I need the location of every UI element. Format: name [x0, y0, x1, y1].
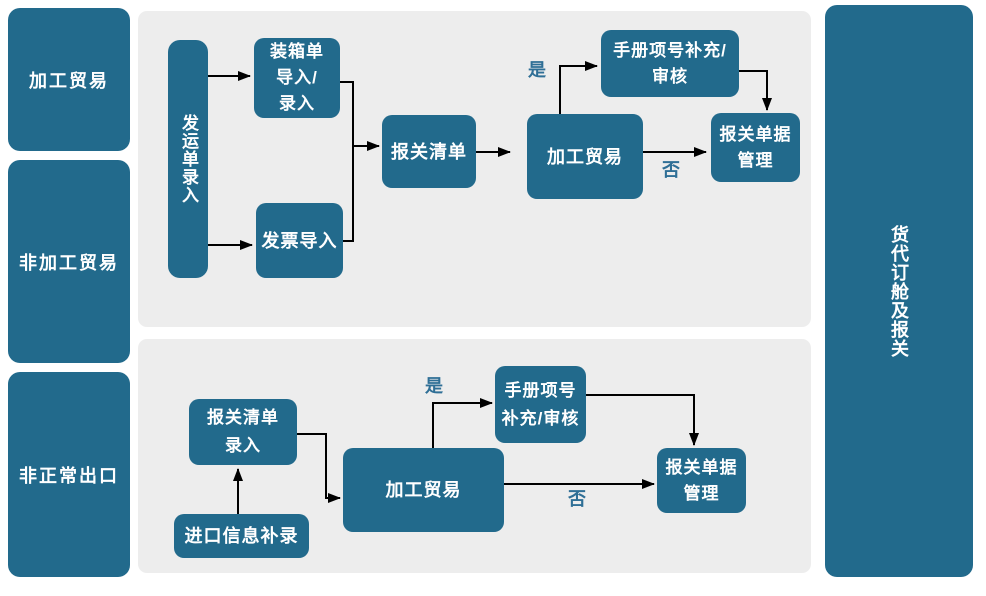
lane-non-processing-trade: 非加工贸易: [8, 160, 130, 363]
lane-label: 加工贸易: [29, 70, 109, 91]
node-label-line: 导入/: [276, 68, 318, 87]
label-yes-bottom: 是: [425, 376, 443, 396]
node-declaration-doc-management: 报关单据 管理: [711, 113, 800, 182]
node-processing-trade-decision: 加工贸易: [527, 114, 643, 199]
node-label-line: 加工贸易: [385, 480, 462, 500]
label-no-bottom: 否: [568, 489, 586, 509]
node-processing-trade-decision-bottom: 加工贸易: [343, 448, 504, 532]
lane-label: 货代订舱及报关: [889, 224, 909, 358]
lane-label: 非正常出口: [19, 465, 119, 486]
node-import-info-supplement: 进口信息补录: [174, 514, 309, 558]
node-label-line: 补充/审核: [501, 408, 580, 428]
node-manual-item-supplement-audit: 手册项号补充/ 审核: [601, 30, 739, 97]
node-label-line: 管理: [683, 483, 720, 503]
node-invoice-import: 发票导入: [256, 203, 343, 278]
node-shipping-order-entry: 发运单录入: [168, 40, 208, 278]
node-label-line: 发票导入: [261, 230, 338, 251]
node-label-line: 录入: [225, 436, 261, 455]
node-label-line: 报关清单: [207, 408, 279, 427]
lane-abnormal-export: 非正常出口: [8, 372, 130, 577]
node-label-line: 进口信息补录: [184, 526, 299, 546]
node-label-line: 报关单据: [665, 457, 738, 477]
node-label-line: 管理: [737, 150, 774, 170]
label-no-top: 否: [662, 160, 680, 180]
node-declaration-list-entry: 报关清单 录入: [189, 399, 297, 465]
node-label-line: 加工贸易: [547, 146, 623, 167]
node-manual-item-supplement-audit-bottom: 手册项号 补充/审核: [495, 366, 586, 443]
node-label-line: 报关清单: [391, 141, 467, 162]
node-label-line: 装箱单: [270, 42, 324, 61]
lane-processing-trade: 加工贸易: [8, 8, 130, 151]
lane-freight-booking-declaration: 货代订舱及报关: [825, 5, 973, 577]
node-label-line: 录入: [279, 94, 315, 113]
lane-label: 非加工贸易: [19, 252, 119, 273]
node-declaration-doc-management-bottom: 报关单据 管理: [657, 448, 746, 513]
node-label: 发运单录入: [179, 114, 198, 204]
label-yes-top: 是: [528, 60, 546, 80]
node-declaration-list: 报关清单: [382, 115, 476, 188]
node-label-line: 审核: [652, 66, 688, 86]
node-packing-list-import: 装箱单 导入/ 录入: [254, 38, 340, 118]
node-label-line: 报关单据: [719, 124, 792, 144]
node-label-line: 手册项号补充/: [613, 40, 727, 60]
node-label-line: 手册项号: [504, 380, 577, 400]
